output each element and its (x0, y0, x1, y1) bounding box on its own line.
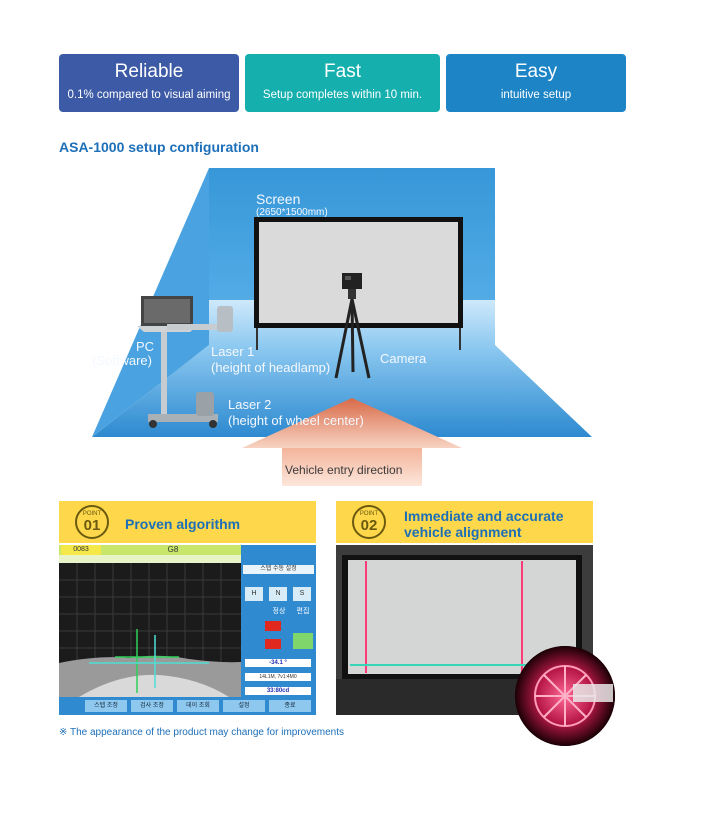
sw-btn-s[interactable]: S (293, 587, 311, 601)
laser1-sub-label: (height of headlamp) (211, 360, 331, 375)
screen-label: Screen (256, 191, 301, 207)
laser2-sub-label: (height of wheel center) (228, 413, 364, 428)
point02-title-line1: Immediate and accurate (404, 508, 564, 524)
sw-value-2: 14L1M, 7v1:4M0 (245, 673, 311, 681)
sw-tab-5[interactable]: 종료 (269, 700, 311, 712)
floor (92, 300, 592, 437)
sw-header-mid: G8 (167, 545, 179, 554)
point02-title-line2: vehicle alignment (404, 524, 522, 540)
fast-subtitle: Setup completes within 10 min. (262, 89, 423, 101)
software-screenshot: 0083 G8 스텝 수동 설정 H N S 정상 편집 -34.1 ° 14L… (59, 545, 316, 715)
point02-badge-number: 02 (360, 517, 378, 534)
entry-label: Vehicle entry direction (285, 463, 403, 477)
point02-badge-word: POINT (359, 511, 379, 517)
sw-value-1: -34.1 ° (245, 659, 311, 667)
sw-panel-title: 스텝 수동 설정 (243, 565, 314, 574)
fast-badge: Fast Setup completes within 10 min. (245, 54, 440, 112)
projection-screen (254, 217, 463, 350)
reliable-title: Reliable (114, 61, 184, 82)
camera-tripod (334, 273, 371, 379)
sw-red-arrow-1 (265, 621, 281, 631)
sw-tab-3[interactable]: 데이 조회 (177, 700, 219, 712)
point01-badge: POINT 01 (75, 505, 109, 539)
fast-title: Fast (324, 61, 361, 82)
wheel-laser-photo (515, 646, 615, 746)
camera-label: Camera (380, 351, 427, 366)
sw-green-box (293, 633, 313, 649)
sw-grid (59, 563, 241, 697)
pc-stand (137, 296, 233, 428)
laser1-label: Laser 1 (211, 344, 255, 359)
laser2-label: Laser 2 (228, 397, 272, 412)
sw-btn-n[interactable]: N (269, 587, 287, 601)
sw-status-edit: 편집 (296, 608, 310, 615)
sw-value-3: 33:80cd (245, 687, 311, 695)
sw-header-left: 0083 (61, 545, 101, 555)
point02-badge: POINT 02 (352, 505, 386, 539)
point01-title: Proven algorithm (125, 516, 241, 532)
easy-badge: Easy intuitive setup (446, 54, 626, 112)
entry-arrow (242, 398, 462, 486)
point01-badge-word: POINT (82, 511, 102, 517)
reliable-subtitle: 0.1% compared to visual aiming (67, 89, 231, 101)
section-title: ASA-1000 setup configuration (59, 139, 259, 155)
sw-tab-1[interactable]: 스텝 조정 (85, 700, 127, 712)
easy-title: Easy (514, 61, 558, 82)
sw-tab-4[interactable]: 설정 (223, 700, 265, 712)
screen-size-label: (2650*1500mm) (256, 207, 328, 218)
setup-diagram (92, 168, 592, 486)
reliable-badge: Reliable 0.1% compared to visual aiming (59, 54, 239, 112)
sw-red-arrow-2 (265, 639, 281, 649)
alignment-photo (336, 545, 593, 715)
sw-tab-2[interactable]: 검사 조정 (131, 700, 173, 712)
disclaimer-note: ※ The appearance of the product may chan… (59, 727, 345, 738)
sw-btn-h[interactable]: H (245, 587, 263, 601)
sw-status-ok: 정상 (272, 608, 286, 615)
pc-sub-label: (Software) (92, 353, 152, 368)
point01-badge-number: 01 (83, 517, 101, 534)
easy-subtitle: intuitive setup (500, 89, 572, 101)
pc-label: PC (136, 339, 155, 354)
